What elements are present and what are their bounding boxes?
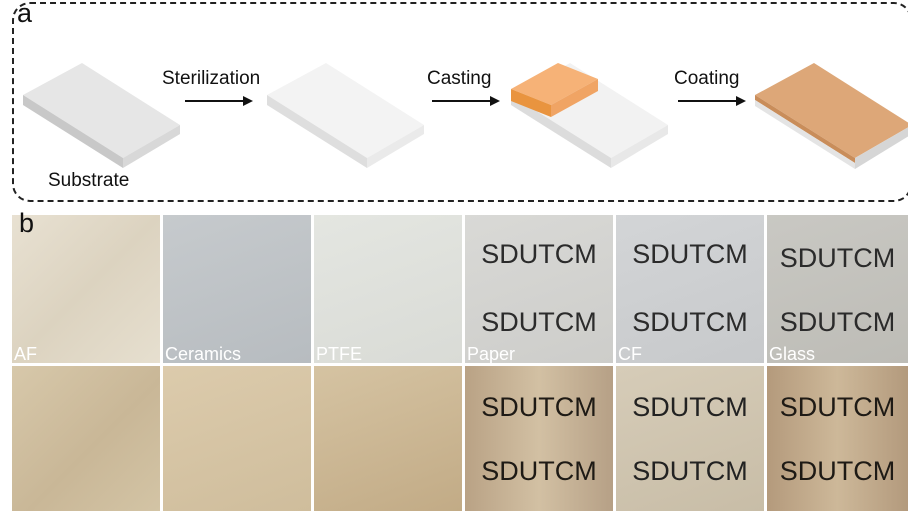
tile-af-uncoated: AF <box>12 215 160 363</box>
material-label-cf: CF <box>618 344 642 363</box>
substrate-label: Substrate <box>48 170 130 191</box>
sdutcm-text: SDUTCM <box>632 456 748 486</box>
step-coating-label: Coating <box>674 68 740 89</box>
step-casting-label: Casting <box>427 68 492 89</box>
panel-b-label: b <box>19 208 35 238</box>
sdutcm-text: SDUTCM <box>632 239 748 269</box>
process-panel <box>12 2 908 202</box>
cast-substrate-slab <box>511 63 668 168</box>
sdutcm-text: SDUTCM <box>632 307 748 337</box>
step-sterilization-label: Sterilization <box>162 68 261 89</box>
material-label-ptfe: PTFE <box>316 344 363 363</box>
sdutcm-text: SDUTCM <box>779 392 896 422</box>
tile-ptfe-uncoated: PTFE <box>314 215 462 363</box>
material-label-ceramics: Ceramics <box>165 344 242 363</box>
tile-glass-uncoated: SDUTCM SDUTCM Glass <box>767 215 908 363</box>
sdutcm-text: SDUTCM <box>481 307 597 337</box>
sdutcm-text: SDUTCM <box>481 392 597 422</box>
sdutcm-text: SDUTCM <box>481 239 597 269</box>
sdutcm-text: SDUTCM <box>481 456 597 486</box>
material-label-paper: Paper <box>467 344 516 363</box>
step-arrow-icon <box>185 96 253 106</box>
step-arrow-icon <box>432 96 500 106</box>
tile-ptfe-coated <box>314 366 462 511</box>
sdutcm-text: SDUTCM <box>779 307 896 337</box>
step-arrow-icon <box>678 96 746 106</box>
tile-cf-uncoated: SDUTCM SDUTCM CF <box>616 215 764 363</box>
tile-ceramics-coated <box>163 366 311 511</box>
sterilized-substrate-slab <box>267 63 424 168</box>
substrate-slab <box>23 63 180 168</box>
tile-af-coated <box>12 366 160 511</box>
tile-glass-coated: SDUTCM SDUTCM <box>767 366 908 511</box>
sdutcm-text: SDUTCM <box>779 456 896 486</box>
tile-cf-coated: SDUTCM SDUTCM <box>616 366 764 511</box>
material-label-glass: Glass <box>769 344 816 363</box>
material-label-af: AF <box>14 344 38 363</box>
panel-a-label: a <box>17 0 33 28</box>
tile-ceramics-uncoated: Ceramics <box>163 215 311 363</box>
tile-paper-coated: SDUTCM SDUTCM <box>465 366 613 511</box>
sdutcm-text: SDUTCM <box>779 243 896 273</box>
sdutcm-text: SDUTCM <box>632 392 748 422</box>
tile-paper-uncoated: SDUTCM SDUTCM Paper <box>465 215 613 363</box>
coated-substrate-slab <box>755 63 908 169</box>
